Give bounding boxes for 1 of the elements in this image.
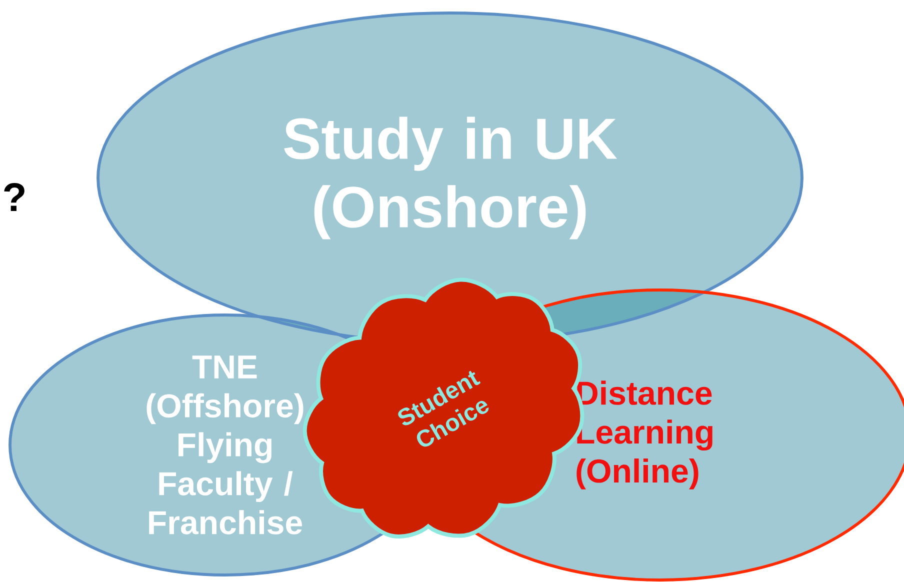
- question-mark: ?: [4, 183, 24, 211]
